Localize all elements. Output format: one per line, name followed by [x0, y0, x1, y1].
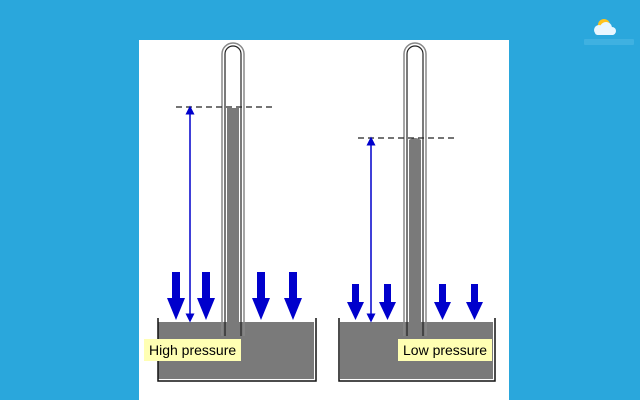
barometer-low — [338, 42, 496, 382]
barometer-high — [157, 42, 317, 382]
mercury-column-low — [409, 138, 421, 336]
pressure-arrow — [197, 272, 215, 320]
pressure-arrows-high — [167, 272, 302, 320]
cloud-icon — [594, 22, 616, 35]
pressure-arrow — [379, 284, 396, 320]
pressure-arrow — [284, 272, 302, 320]
mercury-column-high — [227, 108, 239, 336]
pressure-arrow — [167, 272, 185, 320]
low-pressure-label: Low pressure — [398, 339, 493, 361]
pressure-arrow — [252, 272, 270, 320]
logo-wordmark — [584, 39, 634, 45]
pressure-arrow — [434, 284, 451, 320]
barometer-tube-high — [221, 42, 245, 336]
pressure-arrow — [466, 284, 483, 320]
high-pressure-label: High pressure — [144, 339, 242, 361]
weather365-logo — [584, 19, 634, 45]
pressure-arrows-low — [347, 284, 483, 320]
barometer-tube-low — [403, 42, 427, 336]
pressure-arrow — [347, 284, 364, 320]
